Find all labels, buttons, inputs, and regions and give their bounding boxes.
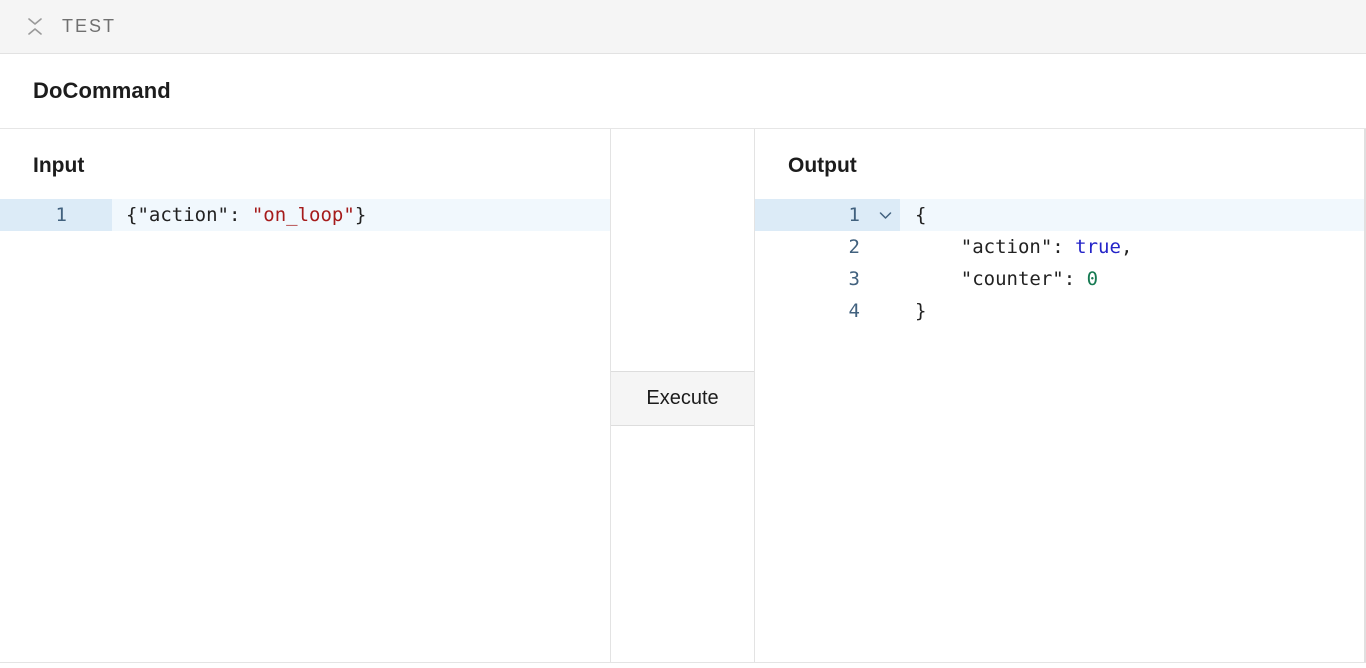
code-text: } — [900, 295, 1364, 327]
middle-column: Execute — [610, 129, 755, 667]
collapse-chevrons-icon[interactable] — [26, 16, 44, 38]
token-punct: : — [1063, 268, 1087, 290]
fold-placeholder — [870, 231, 900, 263]
chevron-down-icon[interactable] — [870, 199, 900, 231]
input-code-editor[interactable]: 1{"action": "on_loop"} — [0, 199, 610, 231]
code-text: {"action": "on_loop"} — [112, 199, 610, 231]
token-punct: { — [126, 204, 138, 226]
code-text: "counter": 0 — [900, 263, 1364, 295]
output-panel-heading: Output — [788, 154, 857, 177]
code-text: { — [900, 199, 1364, 231]
token-key: "counter" — [960, 268, 1064, 290]
editor-body: Input 1{"action": "on_loop"} Execute Out… — [0, 129, 1366, 667]
token-str: "on_loop" — [251, 204, 355, 226]
token-punct: , — [1120, 236, 1133, 258]
fold-placeholder — [870, 295, 900, 327]
page-title: DoCommand — [33, 78, 171, 103]
token-punct — [915, 231, 961, 263]
token-key: "action" — [960, 236, 1053, 258]
execute-button[interactable]: Execute — [611, 371, 754, 426]
code-line[interactable]: 3 "counter": 0 — [755, 263, 1364, 295]
line-number: 3 — [848, 268, 860, 290]
token-punct: { — [915, 204, 927, 226]
line-number: 1 — [755, 199, 870, 231]
line-number: 4 — [848, 300, 860, 322]
line-number: 2 — [848, 236, 860, 258]
token-bool: true — [1075, 236, 1121, 258]
code-line[interactable]: 1{ — [755, 199, 1364, 231]
token-num: 0 — [1086, 268, 1099, 290]
input-panel: Input 1{"action": "on_loop"} — [0, 129, 610, 667]
token-punct — [915, 263, 961, 295]
bottom-divider — [0, 662, 1366, 668]
token-punct: : — [228, 204, 252, 226]
line-number: 1 — [0, 199, 112, 231]
input-panel-heading: Input — [33, 154, 85, 177]
command-title-row: DoCommand — [0, 54, 1366, 129]
fold-placeholder — [870, 263, 900, 295]
code-line[interactable]: 1{"action": "on_loop"} — [0, 199, 610, 231]
code-line[interactable]: 4} — [755, 295, 1364, 327]
code-line[interactable]: 2 "action": true, — [755, 231, 1364, 263]
token-punct: } — [354, 204, 367, 226]
test-bar: TEST — [0, 0, 1366, 54]
test-bar-label: TEST — [62, 16, 117, 36]
token-punct: : — [1052, 236, 1076, 258]
output-panel: Output 1{2 "action": true,3 "counter": 0… — [755, 129, 1366, 667]
code-text: "action": true, — [900, 231, 1364, 263]
middle-column-spacer — [611, 129, 754, 371]
token-key: "action" — [137, 204, 229, 226]
token-punct: } — [915, 300, 927, 322]
